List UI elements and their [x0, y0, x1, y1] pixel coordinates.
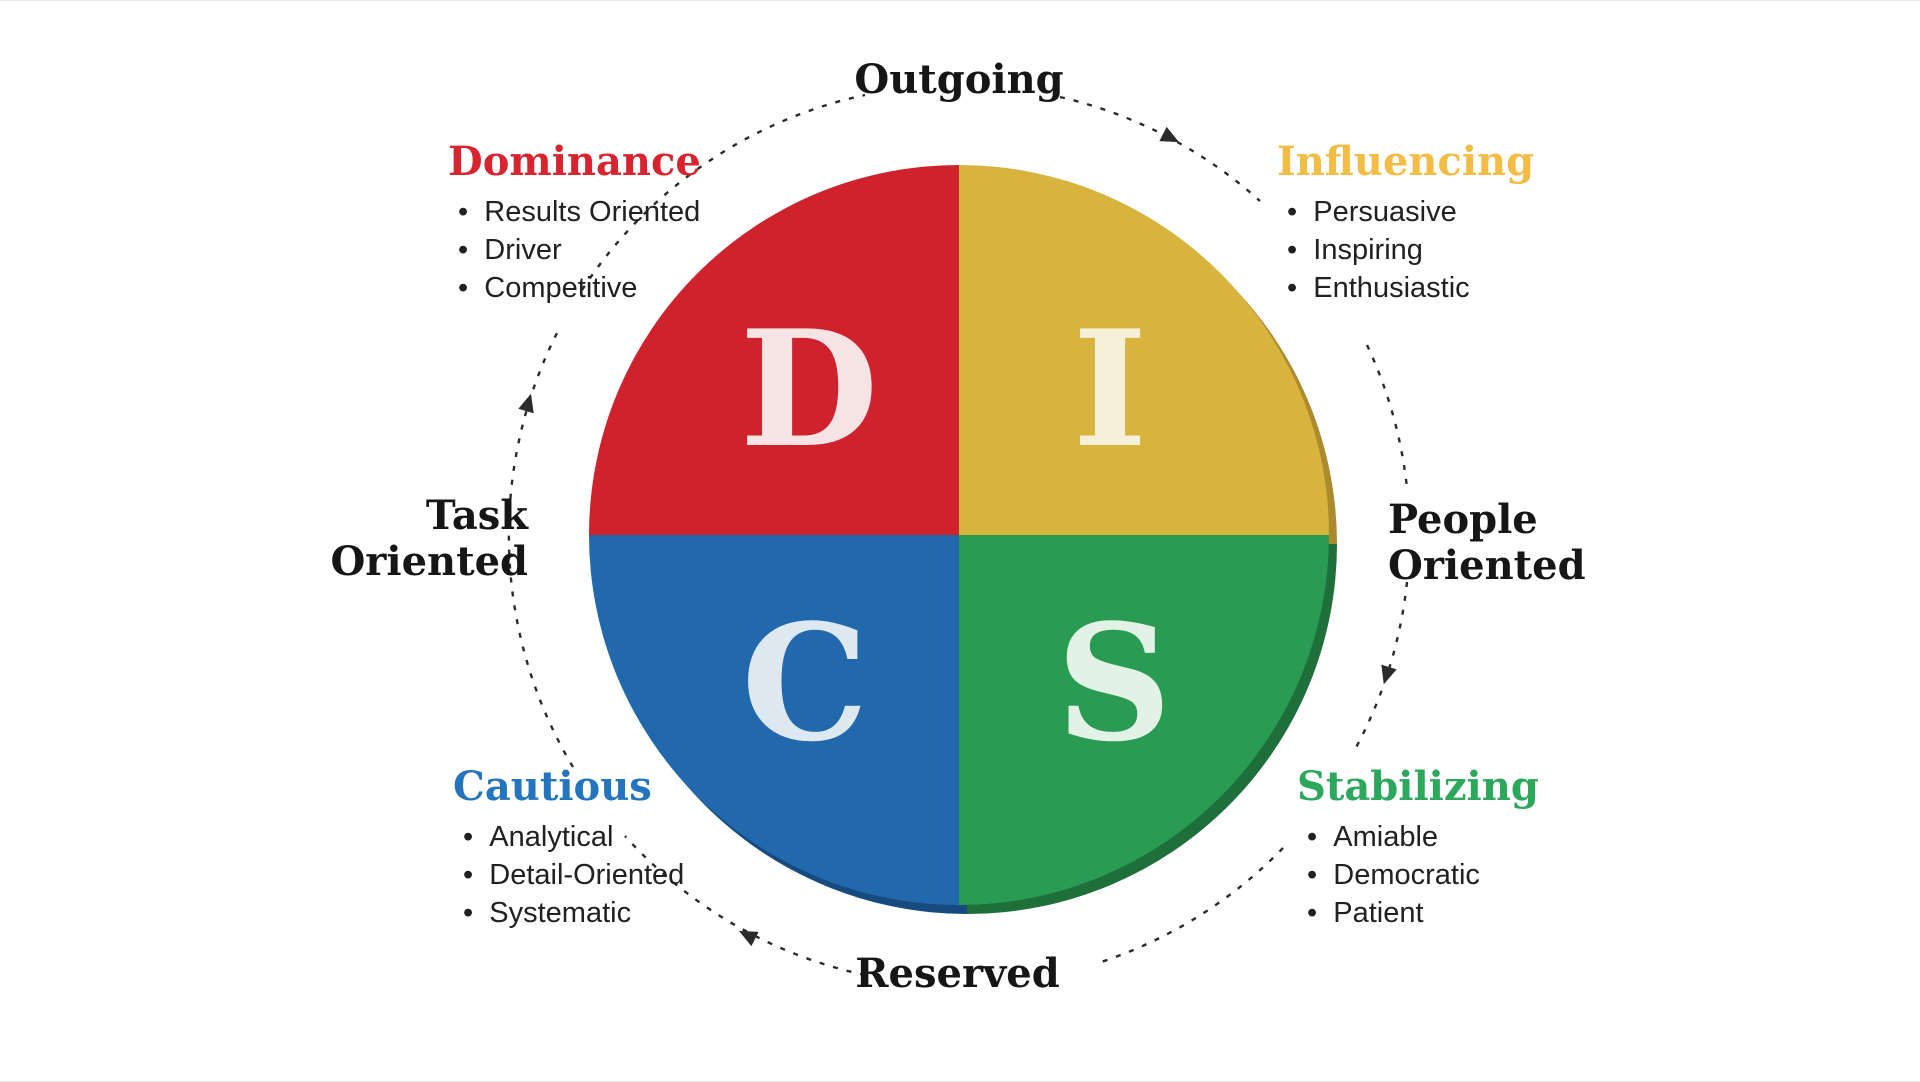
stabilizing-trait-list: Amiable Democratic Patient	[1297, 818, 1539, 932]
trait-item: Systematic	[463, 894, 684, 932]
axis-label-task-line2: Oriented	[330, 538, 528, 585]
influencing-label-block: Influencing Persuasive Inspiring Enthusi…	[1277, 141, 1534, 307]
trait-item: Detail-Oriented	[463, 856, 684, 894]
quadrant-cautious	[589, 535, 959, 905]
axis-label-people-line2: Oriented	[1388, 542, 1586, 589]
axis-label-task-line1: Task	[425, 492, 528, 539]
axis-label-people-line1: People	[1388, 496, 1538, 543]
trait-item: Democratic	[1307, 856, 1539, 894]
axis-label-people-oriented: People Oriented	[1388, 497, 1678, 589]
arc-cautious-to-task	[507, 330, 575, 768]
arrowhead-top-right	[1159, 126, 1180, 143]
axis-label-outgoing: Outgoing	[854, 56, 1064, 103]
trait-item: Competitive	[458, 269, 701, 307]
arc-people-to-stabilizing	[1351, 581, 1409, 754]
letter-d: D	[740, 295, 879, 483]
trait-item: Enthusiastic	[1287, 269, 1534, 307]
influencing-trait-list: Persuasive Inspiring Enthusiastic	[1277, 193, 1534, 307]
trait-item: Driver	[458, 231, 701, 269]
cautious-heading: Cautious	[453, 763, 652, 810]
letter-s: S	[1056, 589, 1172, 777]
stabilizing-label-block: Stabilizing Amiable Democratic Patient	[1297, 766, 1539, 932]
trait-item: Results Oriented	[458, 193, 701, 231]
quadrant-stabilizing	[959, 535, 1329, 905]
stabilizing-heading: Stabilizing	[1297, 763, 1539, 810]
arrowhead-right	[1381, 664, 1397, 685]
cautious-trait-list: Analytical Detail-Oriented Systematic	[453, 818, 684, 932]
letter-c: C	[741, 589, 868, 777]
arc-outgoing-to-influencing	[1059, 95, 1261, 202]
trait-item: Amiable	[1307, 818, 1539, 856]
trait-item: Patient	[1307, 894, 1539, 932]
dominance-trait-list: Results Oriented Driver Competitive	[448, 193, 701, 307]
letter-i: I	[1073, 295, 1148, 483]
arc-reserved-to-cautious	[624, 835, 866, 977]
quadrant-influencing	[959, 165, 1329, 535]
arrowhead-bottom-left	[738, 930, 759, 947]
trait-item: Analytical	[463, 818, 684, 856]
axis-label-reserved: Reserved	[855, 950, 1060, 997]
trait-item: Inspiring	[1287, 231, 1534, 269]
trait-item: Persuasive	[1287, 193, 1534, 231]
dominance-heading: Dominance	[448, 138, 701, 185]
cautious-label-block: Cautious Analytical Detail-Oriented Syst…	[453, 766, 684, 932]
arrowhead-left	[518, 393, 534, 414]
influencing-heading: Influencing	[1277, 138, 1535, 185]
dominance-label-block: Dominance Results Oriented Driver Compet…	[448, 141, 701, 307]
quadrant-dominance	[589, 165, 959, 535]
arc-influencing-to-people	[1365, 344, 1409, 489]
axis-label-task-oriented: Task Oriented	[288, 493, 528, 585]
